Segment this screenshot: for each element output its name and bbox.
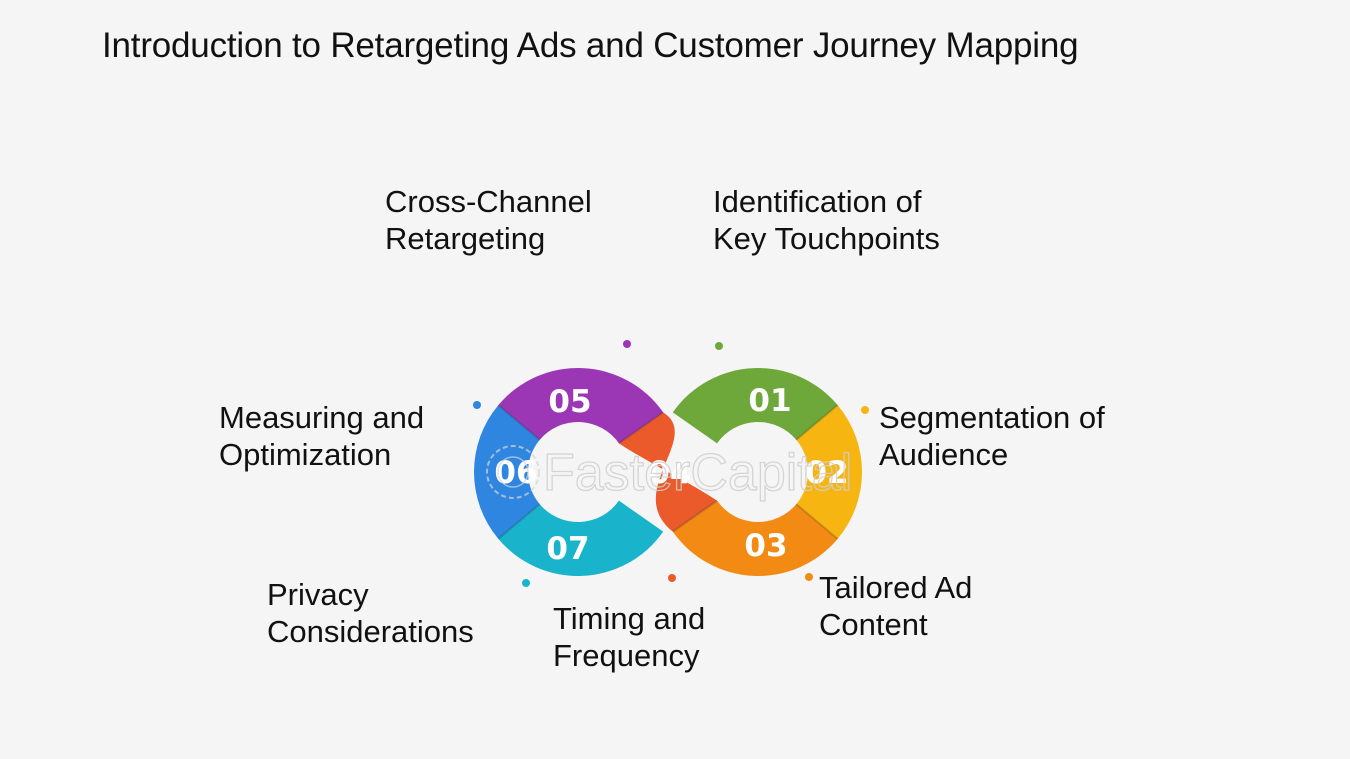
watermark-text: FasterCapital <box>543 444 852 502</box>
label-step-04: Timing and Frequency <box>553 600 705 674</box>
label-line: Measuring and <box>219 400 425 435</box>
segment-step-04 <box>618 412 718 532</box>
label-step-06: Measuring and Optimization <box>219 399 424 473</box>
segment-step-06 <box>474 405 540 539</box>
label-line: Retargeting <box>385 221 546 256</box>
dot-02 <box>861 406 869 414</box>
step-number-07: 07 <box>546 531 589 567</box>
label-line: Cross-Channel <box>385 184 592 219</box>
segment-divider <box>497 404 541 441</box>
step-number-02: 02 <box>805 455 848 491</box>
page-title: Introduction to Retargeting Ads and Cust… <box>102 26 1079 65</box>
segment-divider <box>795 503 839 540</box>
segment-divider <box>497 503 541 540</box>
segment-divider <box>795 404 839 441</box>
label-step-01: Identification of Key Touchpoints <box>713 183 940 257</box>
label-line: Key Touchpoints <box>713 221 940 256</box>
segment-divider <box>618 411 664 445</box>
label-line: Audience <box>879 437 1009 472</box>
step-number-01: 01 <box>748 383 791 419</box>
segment-step-01 <box>672 367 838 444</box>
dot-01 <box>715 342 723 350</box>
label-line: Frequency <box>553 638 700 673</box>
dot-04 <box>668 574 676 582</box>
dot-05 <box>623 340 631 348</box>
segment-step-03 <box>672 500 838 576</box>
label-step-07: Privacy Considerations <box>267 576 474 650</box>
label-line: Timing and <box>553 601 706 636</box>
label-step-03: Tailored Ad Content <box>819 569 972 643</box>
label-line: Tailored Ad <box>819 570 973 605</box>
label-line: Identification of <box>713 184 922 219</box>
label-line: Considerations <box>267 614 474 649</box>
step-number-06: 06 <box>494 455 537 491</box>
label-line: Optimization <box>219 437 392 472</box>
dot-06 <box>473 401 481 409</box>
watermark-logo-icon <box>486 445 540 499</box>
step-number-04: 04 <box>648 455 691 491</box>
segment-step-07 <box>498 500 664 577</box>
label-line: Content <box>819 607 928 642</box>
step-number-05: 05 <box>548 384 591 420</box>
dot-03 <box>805 573 813 581</box>
segment-divider <box>672 499 718 533</box>
dot-07 <box>522 579 530 587</box>
label-step-02: Segmentation of Audience <box>879 399 1105 473</box>
segment-step-05 <box>498 368 664 444</box>
step-number-03: 03 <box>744 528 787 564</box>
label-line: Segmentation of <box>879 400 1105 435</box>
label-line: Privacy <box>267 577 369 612</box>
segment-step-02 <box>796 405 862 539</box>
label-step-05: Cross-Channel Retargeting <box>385 183 592 257</box>
